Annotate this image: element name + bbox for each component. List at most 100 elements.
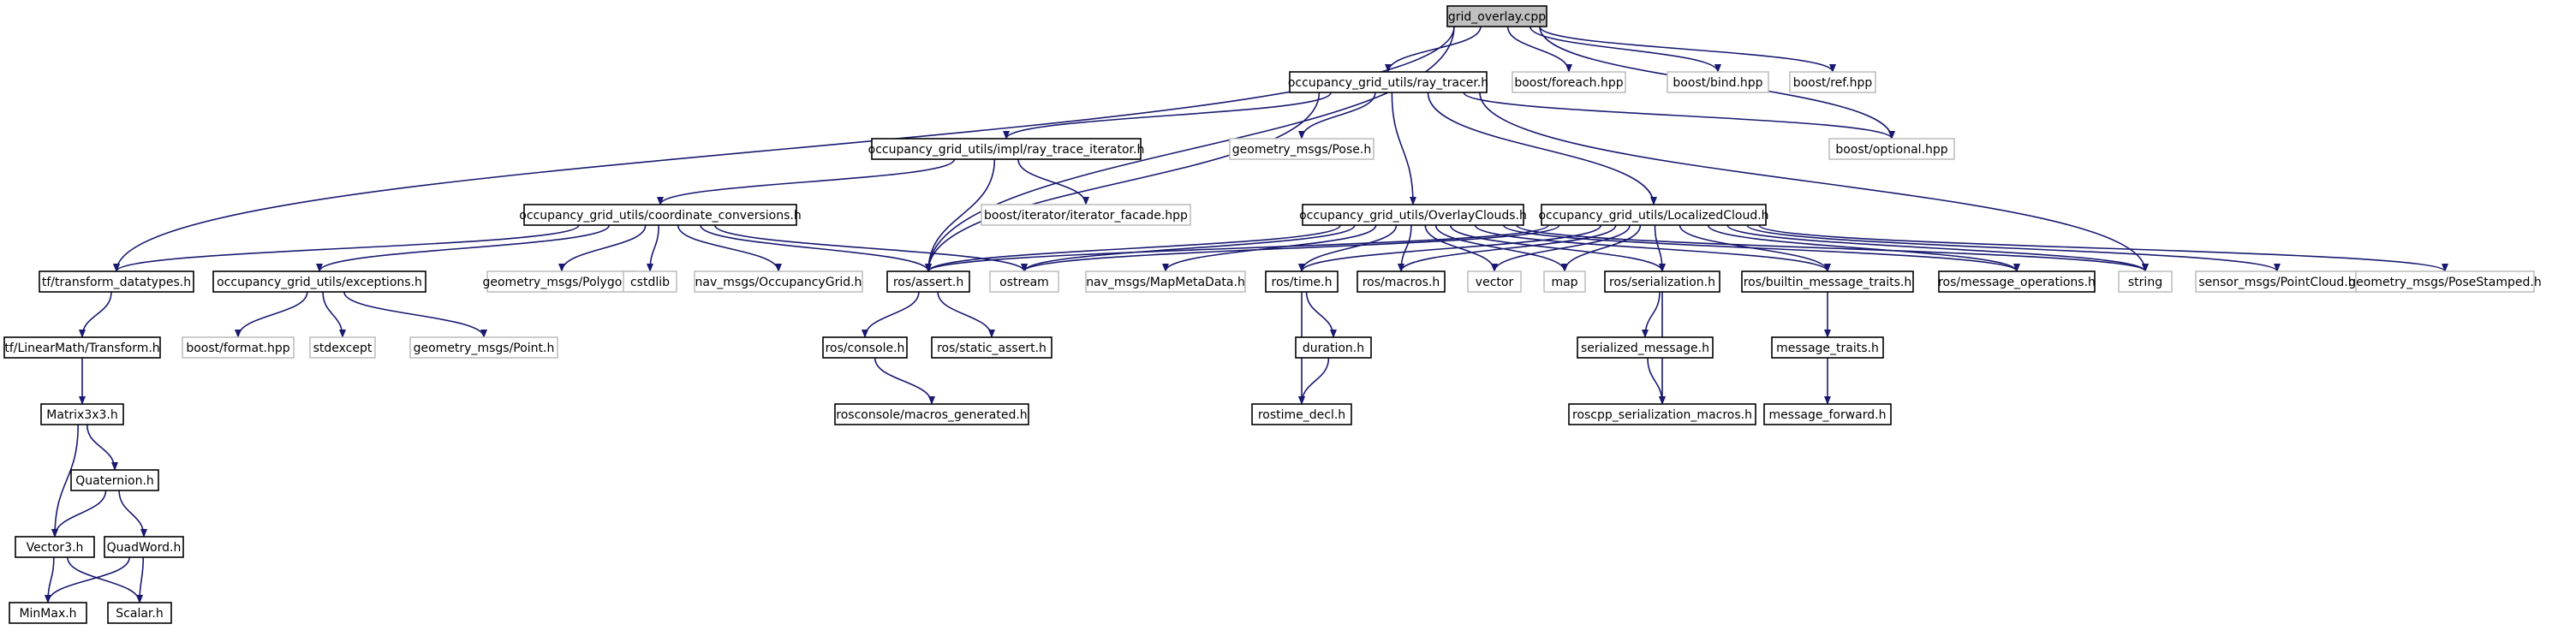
node-label: rostime_decl.h	[1258, 408, 1345, 422]
graph-node-stdexcept[interactable]: stdexcept	[309, 336, 376, 359]
node-label: duration.h	[1303, 342, 1364, 355]
graph-node-geometry-msgs-polygon-h[interactable]: geometry_msgs/Polygon.h	[482, 270, 641, 293]
node-box	[1789, 71, 1876, 93]
edge-occupancy-grid-utils-localizedcloud-h-to-ros-time-h	[1298, 224, 1602, 272]
graph-node-boost-optional-hpp[interactable]: boost/optional.hpp	[1828, 138, 1955, 160]
node-label: ros/console.h	[826, 342, 905, 355]
graph-node-ros-serialization-h[interactable]: ros/serialization.h	[1604, 270, 1720, 293]
graph-node-occupancy-grid-utils-localizedcloud-h[interactable]: occupancy_grid_utils/LocalizedCloud.h	[1538, 204, 1769, 226]
graph-node-nav-msgs-mapmetadata-h[interactable]: nav_msgs/MapMetaData.h	[1085, 270, 1246, 293]
node-box	[309, 336, 376, 359]
graph-node-geometry-msgs-pose-h[interactable]: geometry_msgs/Pose.h	[1229, 138, 1374, 160]
graph-node-serialized-message-h[interactable]: serialized_message.h	[1577, 336, 1714, 359]
graph-node-geometry-msgs-posestamped-h[interactable]: geometry_msgs/PoseStamped.h	[2348, 270, 2542, 293]
edge-occupancy-grid-utils-localizedcloud-h-to-string	[1726, 224, 2149, 272]
node-box	[104, 536, 184, 558]
edge-occupancy-grid-utils-coordinate-conversions-h-to-tf-transform-datatypes-h	[113, 224, 580, 272]
graph-node-ros-message-operations-h[interactable]: ros/message_operations.h	[1938, 270, 2096, 293]
edge-grid-overlay-cpp-to-occupancy-grid-utils-ray-tracer-h	[1385, 26, 1482, 73]
graph-node-occupancy-grid-utils-ray-tracer-h[interactable]: occupancy_grid_utils/ray_tracer.h	[1288, 71, 1488, 93]
graph-node-matrix3x3-h[interactable]: Matrix3x3.h	[40, 403, 124, 425]
graph-node-grid-overlay-cpp[interactable]: grid_overlay.cpp	[1446, 5, 1547, 27]
edge-ros-serialization-h-to-serialized-message-h	[1642, 291, 1661, 338]
graph-node-ros-macros-h[interactable]: ros/macros.h	[1357, 270, 1446, 293]
node-box	[1357, 270, 1446, 293]
node-label: message_forward.h	[1769, 408, 1887, 422]
graph-node-roscpp-serialization-macros-h[interactable]: roscpp_serialization_macros.h	[1568, 403, 1756, 425]
node-box	[1229, 138, 1374, 160]
graph-node-ros-assert-h[interactable]: ros/assert.h	[886, 270, 970, 293]
node-label: MinMax.h	[19, 607, 76, 621]
graph-node-rostime-decl-h[interactable]: rostime_decl.h	[1251, 403, 1352, 425]
graph-node-boost-iterator-iterator-facade-hpp[interactable]: boost/iterator/iterator_facade.hpp	[981, 204, 1191, 226]
node-box	[694, 270, 863, 293]
node-label: tf/transform_datatypes.h	[42, 276, 191, 289]
graph-node-scalar-h[interactable]: Scalar.h	[107, 602, 172, 624]
graph-node-message-traits-h[interactable]: message_traits.h	[1771, 336, 1884, 359]
node-label: stdexcept	[313, 342, 373, 355]
graph-node-vector3-h[interactable]: Vector3.h	[15, 536, 95, 558]
node-box	[15, 536, 95, 558]
graph-node-occupancy-grid-utils-overlayclouds-h[interactable]: occupancy_grid_utils/OverlayClouds.h	[1299, 204, 1527, 226]
graph-node-cstdlib[interactable]: cstdlib	[623, 270, 677, 293]
graph-node-map[interactable]: map	[1543, 270, 1586, 293]
node-label: occupancy_grid_utils/ray_tracer.h	[1288, 76, 1488, 90]
node-label: geometry_msgs/PoseStamped.h	[2348, 276, 2541, 289]
graph-node-rosconsole-macros-generated-h[interactable]: rosconsole/macros_generated.h	[834, 403, 1029, 425]
node-label: Scalar.h	[116, 607, 163, 621]
edge-quaternion-h-to-quadword-h	[118, 490, 147, 538]
edge-occupancy-grid-utils-impl-ray-trace-iterator-h-to-occupancy-grid-utils-coordinate-conversions-h	[657, 158, 956, 205]
node-box	[1289, 71, 1488, 93]
graph-node-occupancy-grid-utils-exceptions-h[interactable]: occupancy_grid_utils/exceptions.h	[212, 270, 426, 293]
graph-node-quaternion-h[interactable]: Quaternion.h	[70, 469, 159, 491]
graph-node-string[interactable]: string	[2118, 270, 2173, 293]
node-box	[1265, 270, 1339, 293]
graph-node-tf-linearmath-transform-h[interactable]: tf/LinearMath/Transform.h	[3, 336, 161, 359]
node-label: ros/static_assert.h	[937, 342, 1046, 355]
edge-grid-overlay-cpp-to-boost-ref-hpp	[1539, 26, 1836, 73]
graph-node-vector[interactable]: vector	[1467, 270, 1522, 293]
graph-node-sensor-msgs-pointcloud-h[interactable]: sensor_msgs/PointCloud.h	[2195, 270, 2359, 293]
edge-occupancy-grid-utils-localizedcloud-h-to-ros-builtin-message-traits-h	[1679, 224, 1831, 272]
node-label: message_traits.h	[1776, 342, 1879, 355]
graph-node-minmax-h[interactable]: MinMax.h	[9, 602, 87, 624]
edge-quaternion-h-to-vector3-h	[51, 490, 107, 538]
graph-node-ros-builtin-message-traits-h[interactable]: ros/builtin_message_traits.h	[1741, 270, 1914, 293]
edge-occupancy-grid-utils-coordinate-conversions-h-to-geometry-msgs-polygon-h	[558, 224, 647, 272]
graph-node-nav-msgs-occupancygrid-h[interactable]: nav_msgs/OccupancyGrid.h	[694, 270, 863, 293]
edge-serialized-message-h-to-roscpp-serialization-macros-h	[1647, 357, 1666, 405]
node-box	[1938, 270, 2096, 293]
graph-node-duration-h[interactable]: duration.h	[1295, 336, 1372, 359]
node-label: occupancy_grid_utils/LocalizedCloud.h	[1538, 209, 1768, 223]
node-box	[486, 270, 637, 293]
node-box	[212, 270, 426, 293]
graph-node-ros-static-assert-h[interactable]: ros/static_assert.h	[931, 336, 1052, 359]
node-box	[1577, 336, 1714, 359]
graph-node-boost-format-hpp[interactable]: boost/format.hpp	[182, 336, 295, 359]
node-box	[1295, 336, 1372, 359]
node-label: roscpp_serialization_macros.h	[1572, 408, 1752, 422]
node-box	[3, 336, 161, 359]
graph-node-message-forward-h[interactable]: message_forward.h	[1763, 403, 1892, 425]
graph-node-boost-ref-hpp[interactable]: boost/ref.hpp	[1789, 71, 1876, 93]
node-box	[931, 336, 1052, 359]
node-box	[981, 204, 1191, 226]
graph-node-ros-console-h[interactable]: ros/console.h	[822, 336, 908, 359]
node-label: serialized_message.h	[1581, 342, 1709, 355]
edge-occupancy-grid-utils-localizedcloud-h-to-map	[1561, 224, 1642, 272]
graph-node-boost-bind-hpp[interactable]: boost/bind.hpp	[1667, 71, 1769, 93]
graph-node-geometry-msgs-point-h[interactable]: geometry_msgs/Point.h	[409, 336, 558, 359]
graph-node-boost-foreach-hpp[interactable]: boost/foreach.hpp	[1512, 71, 1626, 93]
node-box	[1467, 270, 1522, 293]
graph-node-occupancy-grid-utils-coordinate-conversions-h[interactable]: occupancy_grid_utils/coordinate_conversi…	[519, 204, 802, 226]
node-box	[2195, 270, 2359, 293]
node-label: boost/ref.hpp	[1793, 76, 1873, 90]
graph-node-ros-time-h[interactable]: ros/time.h	[1265, 270, 1339, 293]
graph-node-quadword-h[interactable]: QuadWord.h	[104, 536, 184, 558]
graph-node-ostream[interactable]: ostream	[989, 270, 1059, 293]
graph-node-occupancy-grid-utils-impl-ray-trace-iterator-h[interactable]: occupancy_grid_utils/impl/ray_trace_iter…	[868, 138, 1145, 160]
edge-occupancy-grid-utils-localizedcloud-h-to-ros-serialization-h	[1654, 224, 1666, 272]
edge-occupancy-grid-utils-localizedcloud-h-to-ros-macros-h	[1398, 224, 1617, 272]
edge-occupancy-grid-utils-localizedcloud-h-to-ros-assert-h	[925, 224, 1549, 272]
graph-node-tf-transform-datatypes-h[interactable]: tf/transform_datatypes.h	[39, 270, 194, 293]
